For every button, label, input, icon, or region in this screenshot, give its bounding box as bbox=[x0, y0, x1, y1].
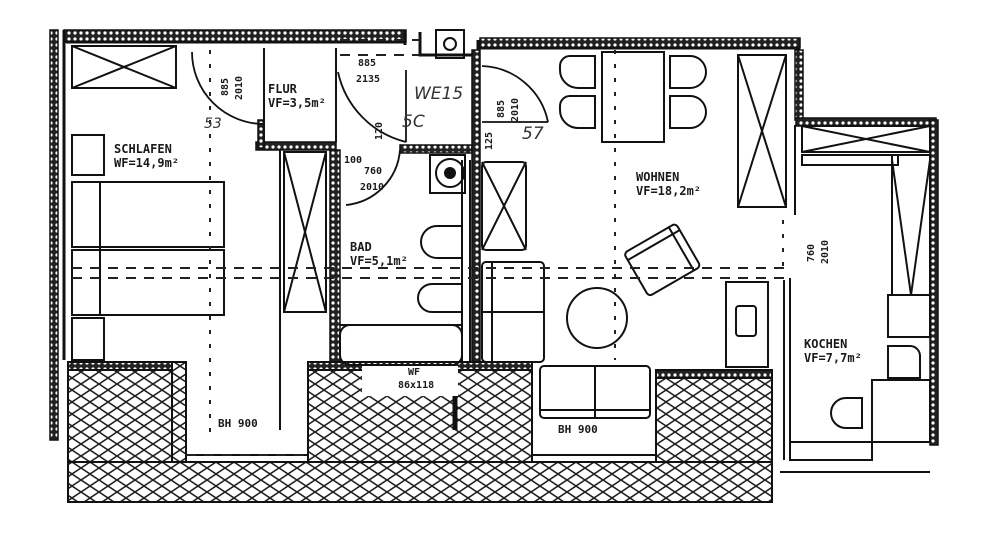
bad-window-type: WF bbox=[408, 367, 421, 378]
room-name: FLUR bbox=[268, 82, 297, 96]
room-area: VF=18,2m² bbox=[636, 184, 702, 198]
door-swings bbox=[191, 51, 549, 206]
door-dim-entrance-width: 885 bbox=[358, 58, 377, 69]
kitchen-fixtures bbox=[789, 125, 931, 461]
room-wohnen: WOHNEN VF=18,2m² bbox=[636, 170, 701, 198]
room-name: KOCHEN bbox=[804, 337, 848, 351]
door-dim-flur-wohnen-height: 2010 bbox=[510, 97, 521, 122]
window-label-schlafen: BH 900 bbox=[218, 417, 258, 430]
room-schlafen: SCHLAFEN WF=14,9m² bbox=[114, 142, 179, 170]
bedroom-furniture bbox=[71, 45, 327, 361]
handwritten-unit-label: WE15 bbox=[414, 84, 464, 104]
room-area: VF=7,7m² bbox=[804, 351, 862, 365]
door-dim-flur-schlafen-width: 885 bbox=[220, 77, 231, 96]
handwritten-note-5c: 5C bbox=[402, 112, 425, 132]
room-name: WOHNEN bbox=[636, 170, 680, 184]
dim-120: 120 bbox=[374, 121, 385, 140]
window-label-wohnen: BH 900 bbox=[558, 423, 598, 436]
dim-100: 100 bbox=[344, 155, 363, 166]
balcony-hatch bbox=[67, 361, 930, 503]
bathroom-fixtures bbox=[339, 154, 466, 366]
door-dim-flur-wohnen-width: 885 bbox=[496, 99, 507, 118]
door-dim-kochen-height: 2010 bbox=[820, 239, 831, 264]
living-furniture bbox=[481, 51, 787, 419]
handwritten-note-57: 57 bbox=[522, 124, 544, 144]
room-kochen: KOCHEN VF=7,7m² bbox=[804, 337, 862, 365]
room-area: VF=5,1m² bbox=[350, 254, 408, 268]
room-name: BAD bbox=[350, 240, 372, 254]
room-area: WF=14,9m² bbox=[114, 156, 180, 170]
door-dim-flur-schlafen-height: 2010 bbox=[234, 75, 245, 100]
door-dim-bad-width: 760 bbox=[364, 166, 383, 177]
door-dim-entrance-height: 2135 bbox=[356, 74, 381, 85]
room-flur: FLUR VF=3,5m² bbox=[268, 82, 326, 110]
room-name: SCHLAFEN bbox=[114, 142, 172, 156]
handwritten-note-53: 53 bbox=[204, 116, 222, 132]
door-dim-bad-height: 2010 bbox=[360, 182, 385, 193]
room-bad: BAD VF=5,1m² bbox=[350, 240, 408, 268]
room-area: VF=3,5m² bbox=[268, 96, 326, 110]
door-dim-kochen-width: 760 bbox=[806, 243, 817, 262]
dim-125: 125 bbox=[484, 131, 495, 150]
bad-window-size: 86x118 bbox=[398, 380, 435, 391]
